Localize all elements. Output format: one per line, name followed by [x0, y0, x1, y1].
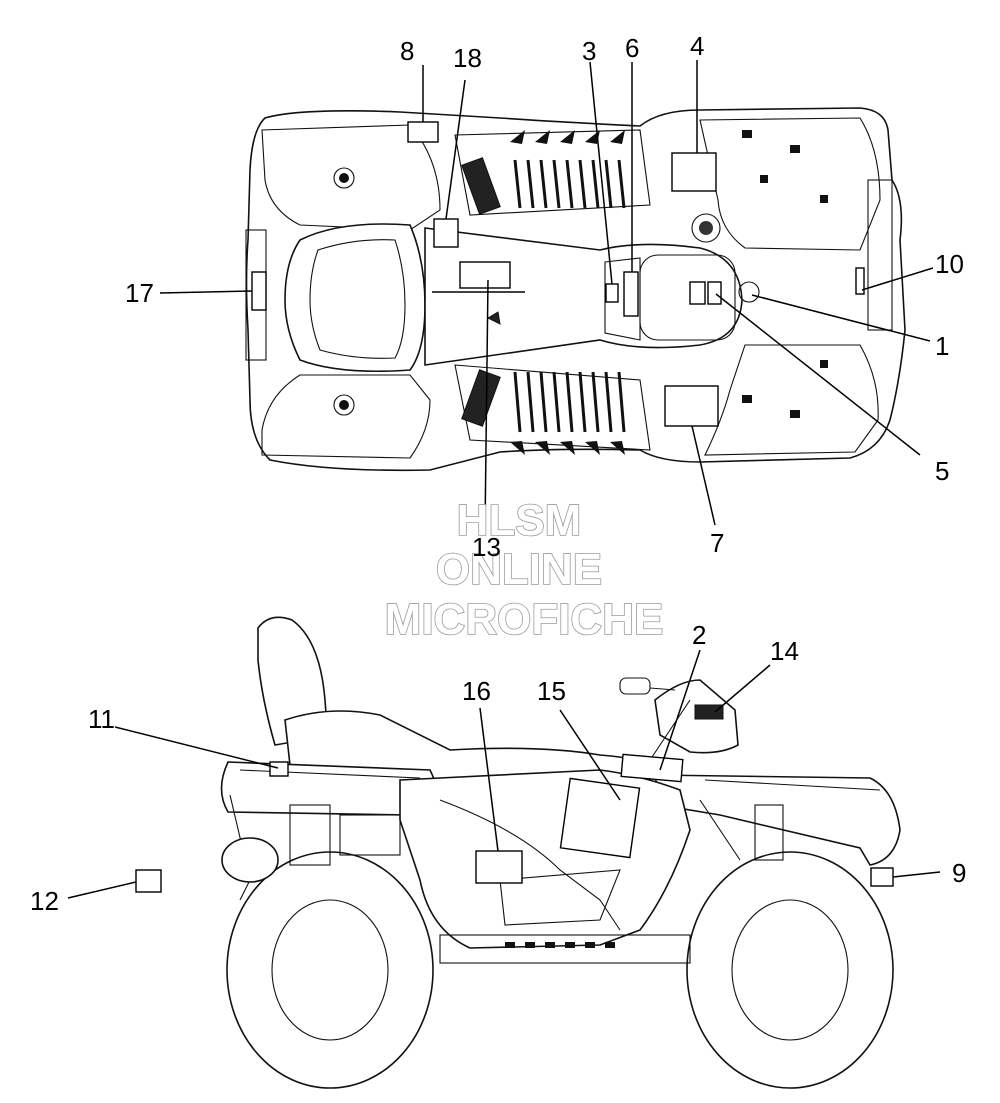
decal-13-area	[459, 261, 511, 289]
decal-2	[620, 753, 684, 783]
decal-7	[664, 385, 719, 427]
decal-11	[269, 761, 289, 777]
watermark-line-3: MICROFICHE	[385, 595, 664, 644]
watermark-line-2: ONLINE	[436, 545, 602, 594]
decal-9	[870, 867, 894, 887]
callout-6: 6	[625, 33, 639, 63]
callout-10: 10	[935, 249, 964, 279]
callout-15: 15	[537, 676, 566, 706]
decal-18	[433, 218, 459, 248]
callout-4: 4	[690, 31, 704, 61]
decal-6	[623, 271, 639, 317]
decal-16	[475, 850, 523, 884]
callout-1: 1	[935, 331, 949, 361]
callout-3: 3	[582, 36, 596, 66]
decal-12	[135, 869, 162, 893]
atv-top-view	[159, 60, 934, 531]
atv-side-view	[67, 616, 941, 1089]
decal-5b	[707, 281, 722, 305]
callout-5: 5	[935, 456, 949, 486]
decal-3	[605, 283, 619, 303]
decal-10	[855, 267, 865, 295]
callout-8: 8	[400, 36, 414, 66]
footwell-treads	[510, 130, 626, 455]
callout-7: 7	[710, 528, 724, 558]
callout-11: 11	[88, 704, 115, 734]
callout-13: 13	[472, 532, 501, 562]
callout-12: 12	[30, 886, 59, 916]
decal-15	[559, 777, 641, 859]
callout-2: 2	[692, 620, 706, 650]
decal-8	[407, 121, 439, 143]
callout-17: 17	[125, 278, 154, 308]
callout-14: 14	[770, 636, 799, 666]
watermark-line-1: HLSM	[457, 496, 582, 545]
watermark: HLSM ONLINE MICROFICHE	[384, 495, 664, 645]
decal-4	[671, 152, 717, 192]
decal-5a	[689, 281, 706, 305]
callout-numbers: 8 18 3 6 4 17 10 1 5 7 13 2 14 11 16 15 …	[30, 31, 966, 916]
callout-16: 16	[462, 676, 491, 706]
callout-9: 9	[952, 858, 966, 888]
callout-18: 18	[453, 43, 482, 73]
